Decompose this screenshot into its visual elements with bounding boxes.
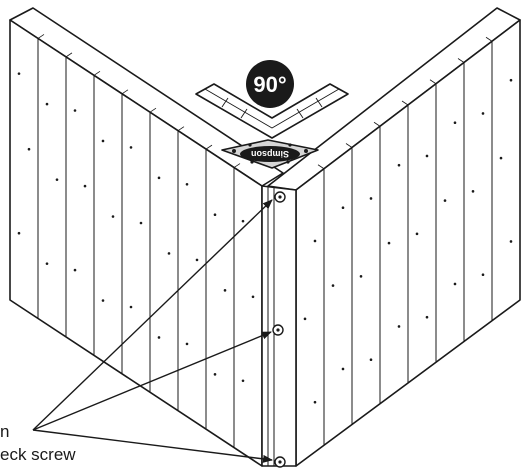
callout-arrow-middle [32, 331, 272, 431]
wall-screw-mark [101, 299, 105, 302]
callout-text-line-2: eck screw [0, 445, 76, 464]
right-wall-panel [267, 7, 521, 467]
wall-screw-mark [499, 156, 503, 160]
wall-screw-mark [195, 258, 199, 262]
wall-screw-mark [17, 231, 21, 235]
wall-screw-mark [425, 315, 429, 319]
wall-screw-mark [331, 284, 335, 287]
wall-screw-mark [167, 252, 171, 255]
wall-screw-mark [73, 268, 77, 272]
wall-screw-mark [17, 72, 21, 75]
wall-screw-mark [341, 206, 345, 210]
wall-screw-mark [509, 240, 513, 243]
callout-arrow-bottom [32, 429, 273, 463]
right-angle-square-icon [195, 83, 349, 139]
callout-arrows [32, 199, 273, 463]
wall-screw-mark [111, 215, 115, 218]
wall-screw-mark [185, 182, 189, 186]
wall-screw-mark [453, 121, 457, 125]
left-wall-panel [9, 7, 284, 467]
wall-screw-mark [251, 295, 255, 299]
wall-screw-mark [185, 342, 189, 346]
corner-screws [272, 191, 286, 468]
wall-screw-mark [223, 289, 227, 292]
wall-screw-mark [45, 262, 49, 265]
wall-screw-mark [139, 221, 143, 225]
wall-screw-mark [303, 317, 307, 321]
wall-screw-mark [369, 358, 373, 362]
wall-screw-mark [481, 273, 485, 277]
angle-badge: 90° [246, 60, 294, 108]
corner-screw-top [274, 191, 286, 203]
angle-badge-label: 90° [253, 72, 286, 97]
wall-screw-mark [313, 239, 317, 243]
wall-screw-mark [27, 147, 31, 151]
wall-screw-mark [129, 146, 133, 149]
wall-screw-mark [213, 373, 217, 376]
wall-screw-mark [387, 241, 391, 245]
wall-screw-mark [313, 400, 317, 404]
wall-screw-mark [101, 139, 105, 143]
wall-screw-mark [241, 219, 245, 223]
wall-screw-mark [453, 282, 457, 286]
wall-screw-mark [397, 163, 401, 167]
wall-screw-mark [425, 154, 429, 158]
wall-screw-mark [157, 336, 161, 339]
wall-screw-mark [73, 109, 77, 112]
corner-bracket: Simpson [221, 139, 319, 169]
wall-screw-mark [129, 305, 133, 309]
corner-screw-middle [272, 324, 284, 336]
wall-screw-mark [369, 197, 373, 200]
wall-screw-mark [397, 325, 401, 328]
callout-arrow-top [32, 199, 273, 431]
bracket-brand-text: Simpson [251, 149, 289, 159]
wall-screw-mark [481, 112, 485, 115]
wall-screw-mark [359, 275, 363, 278]
wall-screw-mark [443, 199, 447, 202]
callout-text-line-1: n [0, 422, 10, 441]
wall-screw-mark [83, 184, 87, 188]
wall-screw-mark [45, 102, 49, 106]
wall-screw-mark [509, 78, 513, 82]
corner-screw-bottom [274, 456, 286, 468]
wall-screw-mark [213, 213, 217, 217]
wall-screw-mark [241, 379, 245, 383]
wall-screw-mark [415, 232, 419, 236]
wall-screw-mark [471, 190, 475, 193]
wall-screw-mark [157, 176, 161, 180]
wall-screw-mark [341, 367, 345, 371]
wall-screw-mark [55, 178, 59, 181]
